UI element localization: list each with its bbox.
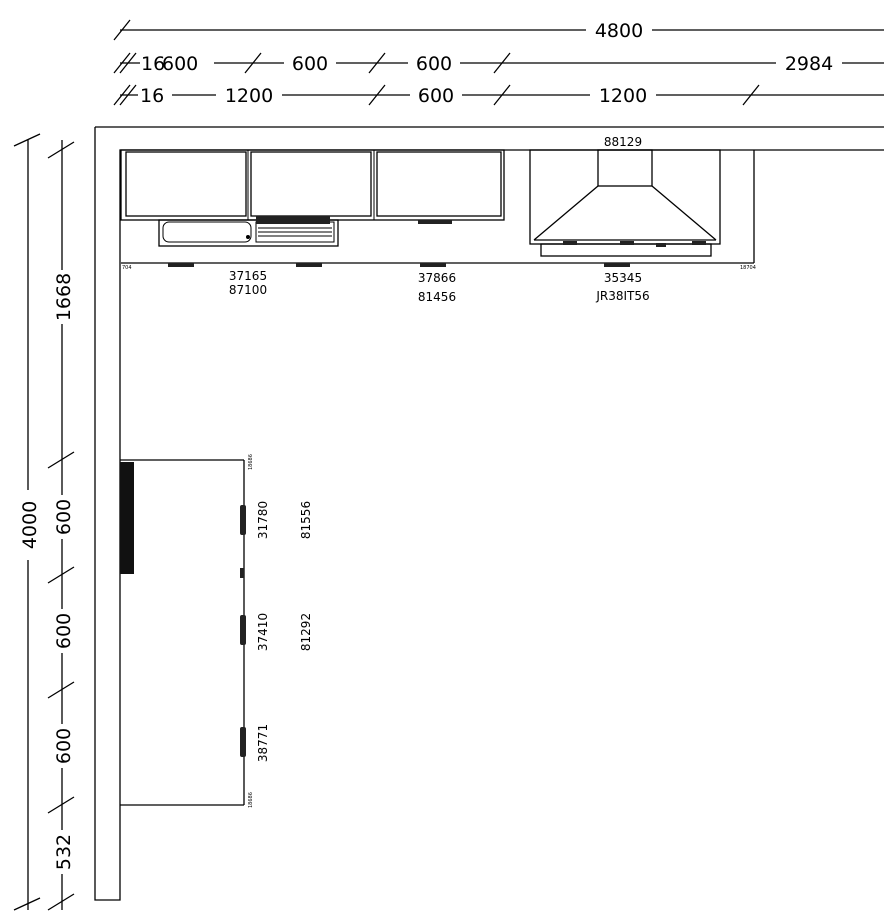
- dim-total-width: 4800: [595, 20, 643, 42]
- hood-code-label: 88129: [604, 135, 642, 149]
- left-dimension-total: 4000: [13, 133, 41, 911]
- dim-seg-600-b: 600: [53, 613, 75, 649]
- filler-left-label: 704: [122, 265, 132, 271]
- handle-icon: [418, 220, 452, 224]
- dim-row2-seg2: 600: [418, 85, 454, 107]
- handle-icon: [168, 263, 194, 267]
- dim-total-depth: 4000: [19, 501, 41, 549]
- side-unit3-code: 38771: [256, 724, 270, 762]
- dim-row1-seg1: 600: [162, 53, 198, 75]
- back-wall-cabinets: 88129 704 18704 37165 87100 37866 81456 …: [120, 135, 756, 304]
- left-dimension-segments: 1668 600 600 600 532: [47, 140, 75, 911]
- handle-icon: [240, 615, 246, 645]
- top-dimension-total: 4800: [113, 18, 884, 42]
- side-filler-bottom-label: 18686: [248, 792, 254, 808]
- top-dimension-row1: 16 600 600 600 2984: [113, 51, 884, 75]
- dim-seg-600-a: 600: [53, 499, 75, 535]
- dim-seg-1668: 1668: [53, 273, 75, 321]
- dim-seg-600-c: 600: [53, 728, 75, 764]
- walls: [94, 126, 884, 901]
- side-unit1-sub: 81556: [299, 501, 313, 539]
- handle-icon: [296, 263, 322, 267]
- side-unit2-sub: 81292: [299, 613, 313, 651]
- extractor-hood-icon: [529, 149, 721, 245]
- handle-icon: [420, 263, 446, 267]
- dim-row2-seg3: 1200: [599, 85, 647, 107]
- dim-row2-seg1: 1200: [225, 85, 273, 107]
- filler-right-label: 18704: [740, 265, 756, 271]
- unit3-code-label: 35345: [604, 271, 642, 285]
- side-wall-cabinets: 18686 18686 31780 81556 37410 81292 3877…: [120, 454, 313, 808]
- hob-icon: [540, 241, 712, 257]
- dim-row1-seg4: 2984: [785, 53, 833, 75]
- top-dimension-row2: 16 1200 600 1200: [113, 83, 884, 107]
- handle-icon: [240, 505, 246, 535]
- side-filler-top-label: 18686: [248, 454, 254, 470]
- tall-unit-panel: [120, 462, 134, 574]
- unit2-sub-label: 81456: [418, 290, 456, 304]
- side-unit1-code: 31780: [256, 501, 270, 539]
- unit1-code-label: 37165: [229, 269, 267, 283]
- dim-row2-filler: 16: [140, 85, 164, 107]
- unit2-code-label: 37866: [418, 271, 456, 285]
- dim-row1-seg2: 600: [292, 53, 328, 75]
- unit1-sub-label: 87100: [229, 283, 267, 297]
- handle-icon: [240, 568, 244, 578]
- handle-icon: [240, 727, 246, 757]
- handle-icon: [604, 263, 630, 267]
- dim-row1-seg3: 600: [416, 53, 452, 75]
- side-unit2-code: 37410: [256, 613, 270, 651]
- sink-icon: [158, 216, 339, 247]
- unit3-sub-label: JR38IT56: [595, 289, 649, 303]
- dim-row1-filler: 16: [141, 53, 165, 75]
- dim-seg-532: 532: [53, 834, 75, 870]
